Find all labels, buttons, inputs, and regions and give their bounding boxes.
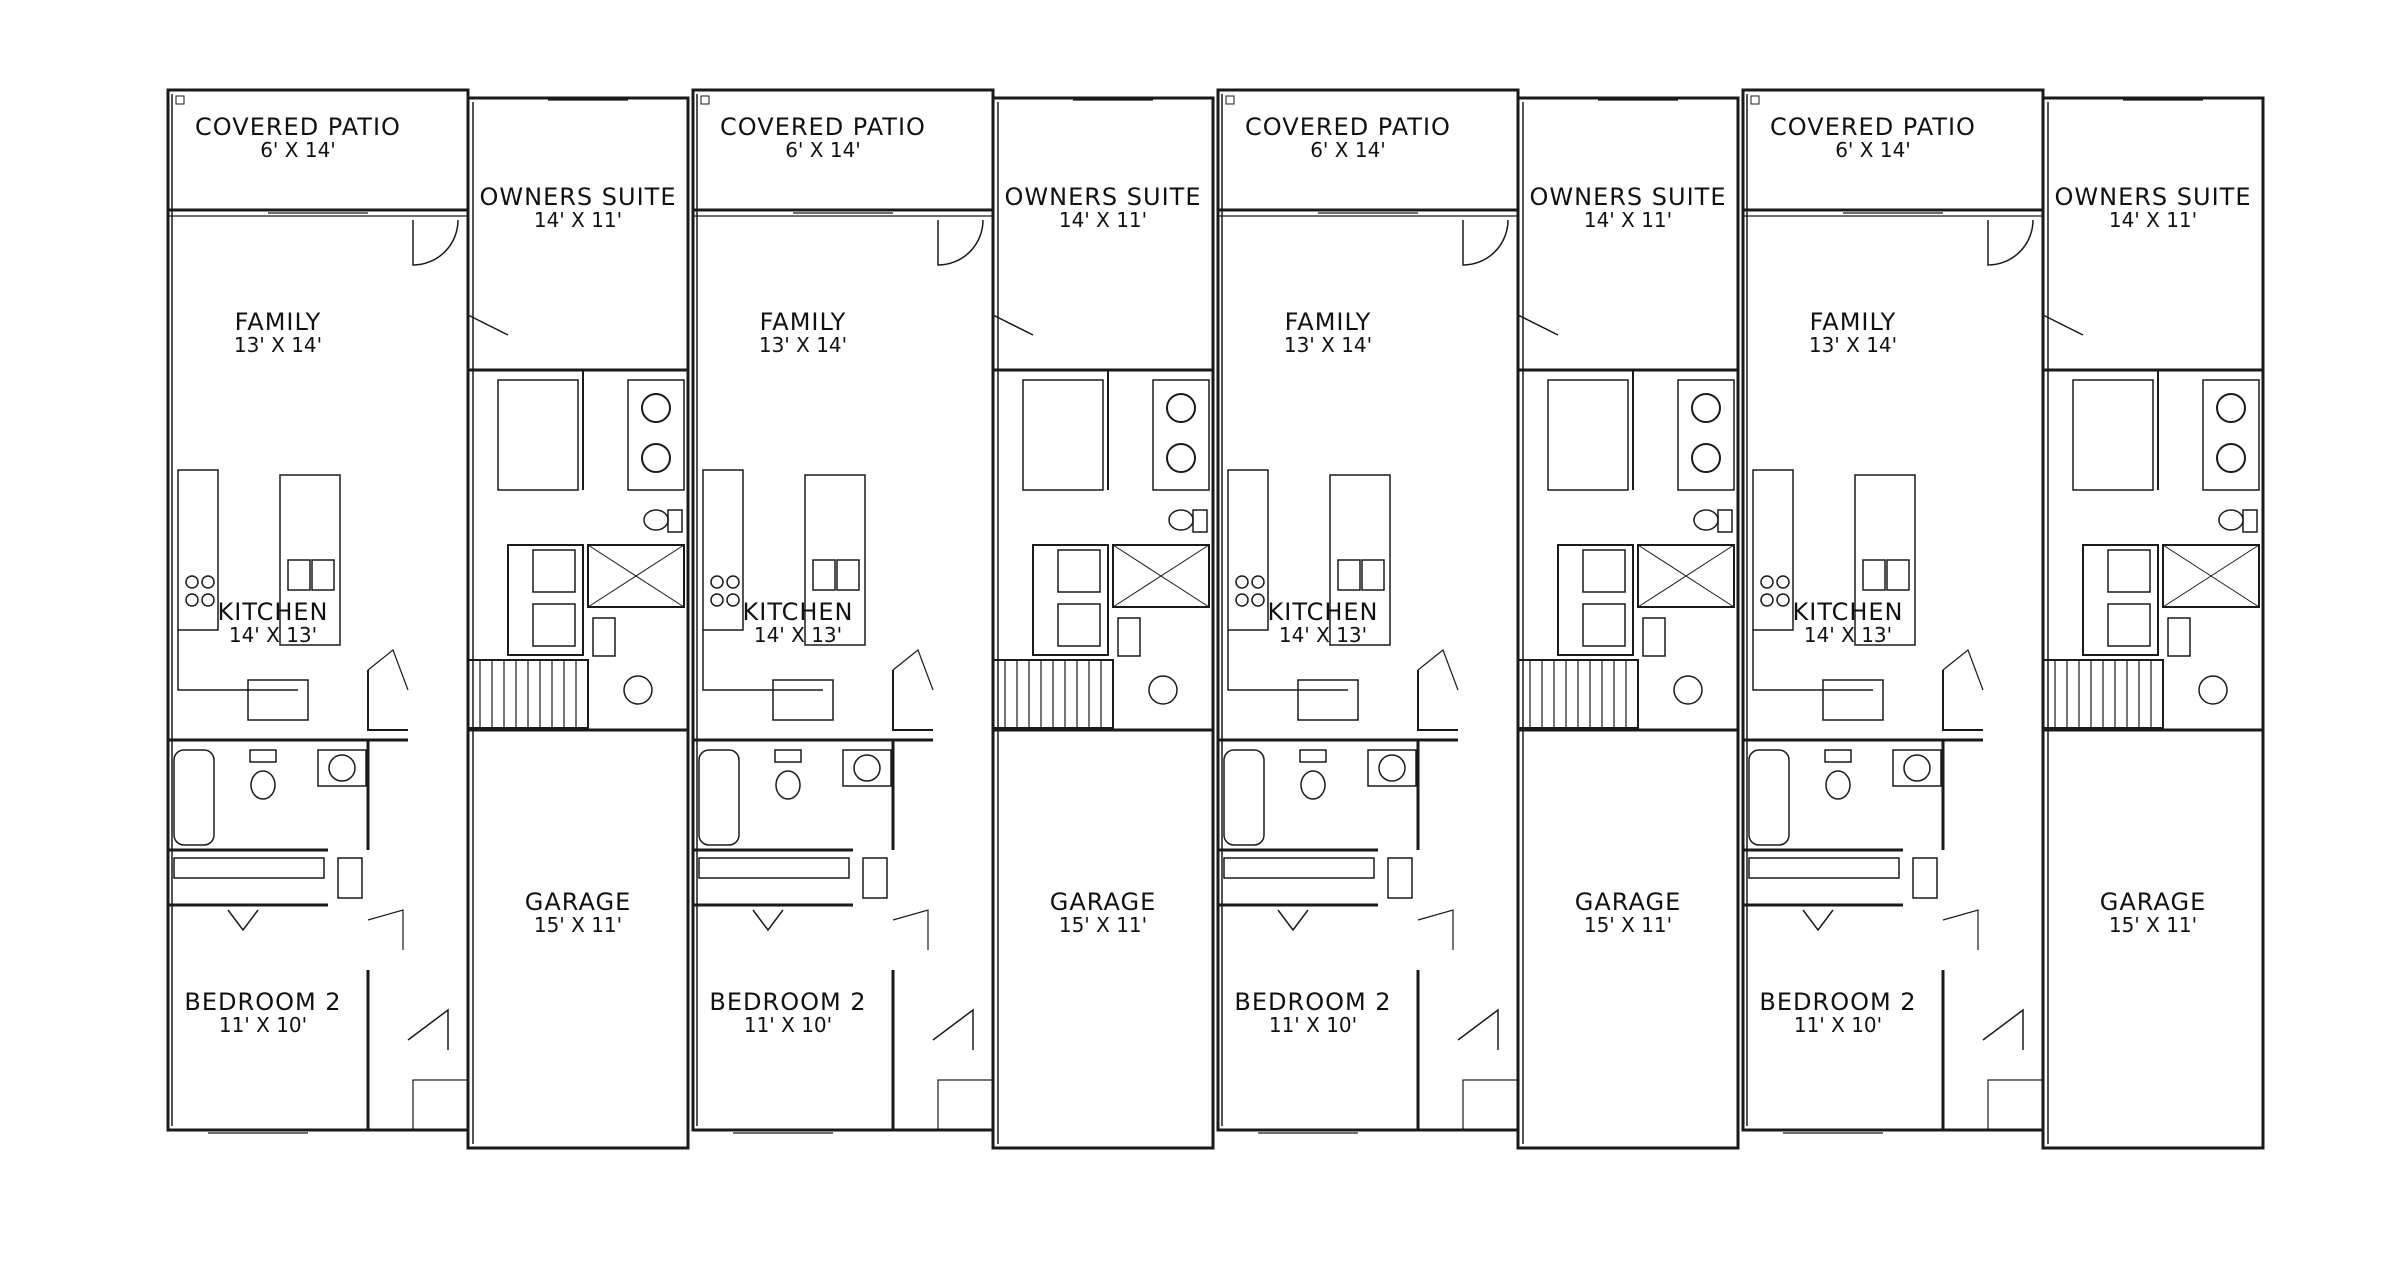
room-dims-covered-patio: 6' X 14' xyxy=(1310,138,1386,162)
room-dims-kitchen: 14' X 13' xyxy=(229,623,317,647)
room-dims-owners-suite: 14' X 11' xyxy=(1584,208,1672,232)
room-dims-family: 13' X 14' xyxy=(1809,333,1897,357)
room-dims-garage: 15' X 11' xyxy=(534,913,622,937)
room-label-family: FAMILY xyxy=(760,308,847,336)
room-label-bedroom-2: BEDROOM 2 xyxy=(709,988,866,1016)
room-dims-bedroom-2: 11' X 10' xyxy=(219,1013,307,1037)
room-label-kitchen: KITCHEN xyxy=(1268,598,1379,626)
room-dims-family: 13' X 14' xyxy=(234,333,322,357)
room-dims-garage: 15' X 11' xyxy=(1059,913,1147,937)
room-dims-kitchen: 14' X 13' xyxy=(1279,623,1367,647)
room-label-owners-suite: OWNERS SUITE xyxy=(480,183,677,211)
room-label-covered-patio: COVERED PATIO xyxy=(1770,113,1976,141)
room-label-bedroom-2: BEDROOM 2 xyxy=(1234,988,1391,1016)
room-label-covered-patio: COVERED PATIO xyxy=(720,113,926,141)
room-label-bedroom-2: BEDROOM 2 xyxy=(1759,988,1916,1016)
room-label-family: FAMILY xyxy=(1285,308,1372,336)
room-label-family: FAMILY xyxy=(235,308,322,336)
room-dims-bedroom-2: 11' X 10' xyxy=(1794,1013,1882,1037)
room-label-owners-suite: OWNERS SUITE xyxy=(2055,183,2252,211)
room-dims-covered-patio: 6' X 14' xyxy=(1835,138,1911,162)
room-label-garage: GARAGE xyxy=(2100,888,2206,916)
room-dims-family: 13' X 14' xyxy=(759,333,847,357)
room-dims-garage: 15' X 11' xyxy=(1584,913,1672,937)
room-label-covered-patio: COVERED PATIO xyxy=(195,113,401,141)
room-label-family: FAMILY xyxy=(1810,308,1897,336)
room-label-owners-suite: OWNERS SUITE xyxy=(1530,183,1727,211)
room-dims-garage: 15' X 11' xyxy=(2109,913,2197,937)
room-dims-owners-suite: 14' X 11' xyxy=(534,208,622,232)
room-label-garage: GARAGE xyxy=(1575,888,1681,916)
room-dims-covered-patio: 6' X 14' xyxy=(785,138,861,162)
room-label-garage: GARAGE xyxy=(525,888,631,916)
room-dims-family: 13' X 14' xyxy=(1284,333,1372,357)
room-label-covered-patio: COVERED PATIO xyxy=(1245,113,1451,141)
room-label-kitchen: KITCHEN xyxy=(218,598,329,626)
room-dims-owners-suite: 14' X 11' xyxy=(1059,208,1147,232)
room-label-kitchen: KITCHEN xyxy=(1793,598,1904,626)
room-dims-bedroom-2: 11' X 10' xyxy=(744,1013,832,1037)
room-dims-owners-suite: 14' X 11' xyxy=(2109,208,2197,232)
room-dims-bedroom-2: 11' X 10' xyxy=(1269,1013,1357,1037)
room-label-garage: GARAGE xyxy=(1050,888,1156,916)
room-label-bedroom-2: BEDROOM 2 xyxy=(184,988,341,1016)
room-label-owners-suite: OWNERS SUITE xyxy=(1005,183,1202,211)
room-dims-kitchen: 14' X 13' xyxy=(754,623,842,647)
room-dims-kitchen: 14' X 13' xyxy=(1804,623,1892,647)
room-label-kitchen: KITCHEN xyxy=(743,598,854,626)
room-dims-covered-patio: 6' X 14' xyxy=(260,138,336,162)
